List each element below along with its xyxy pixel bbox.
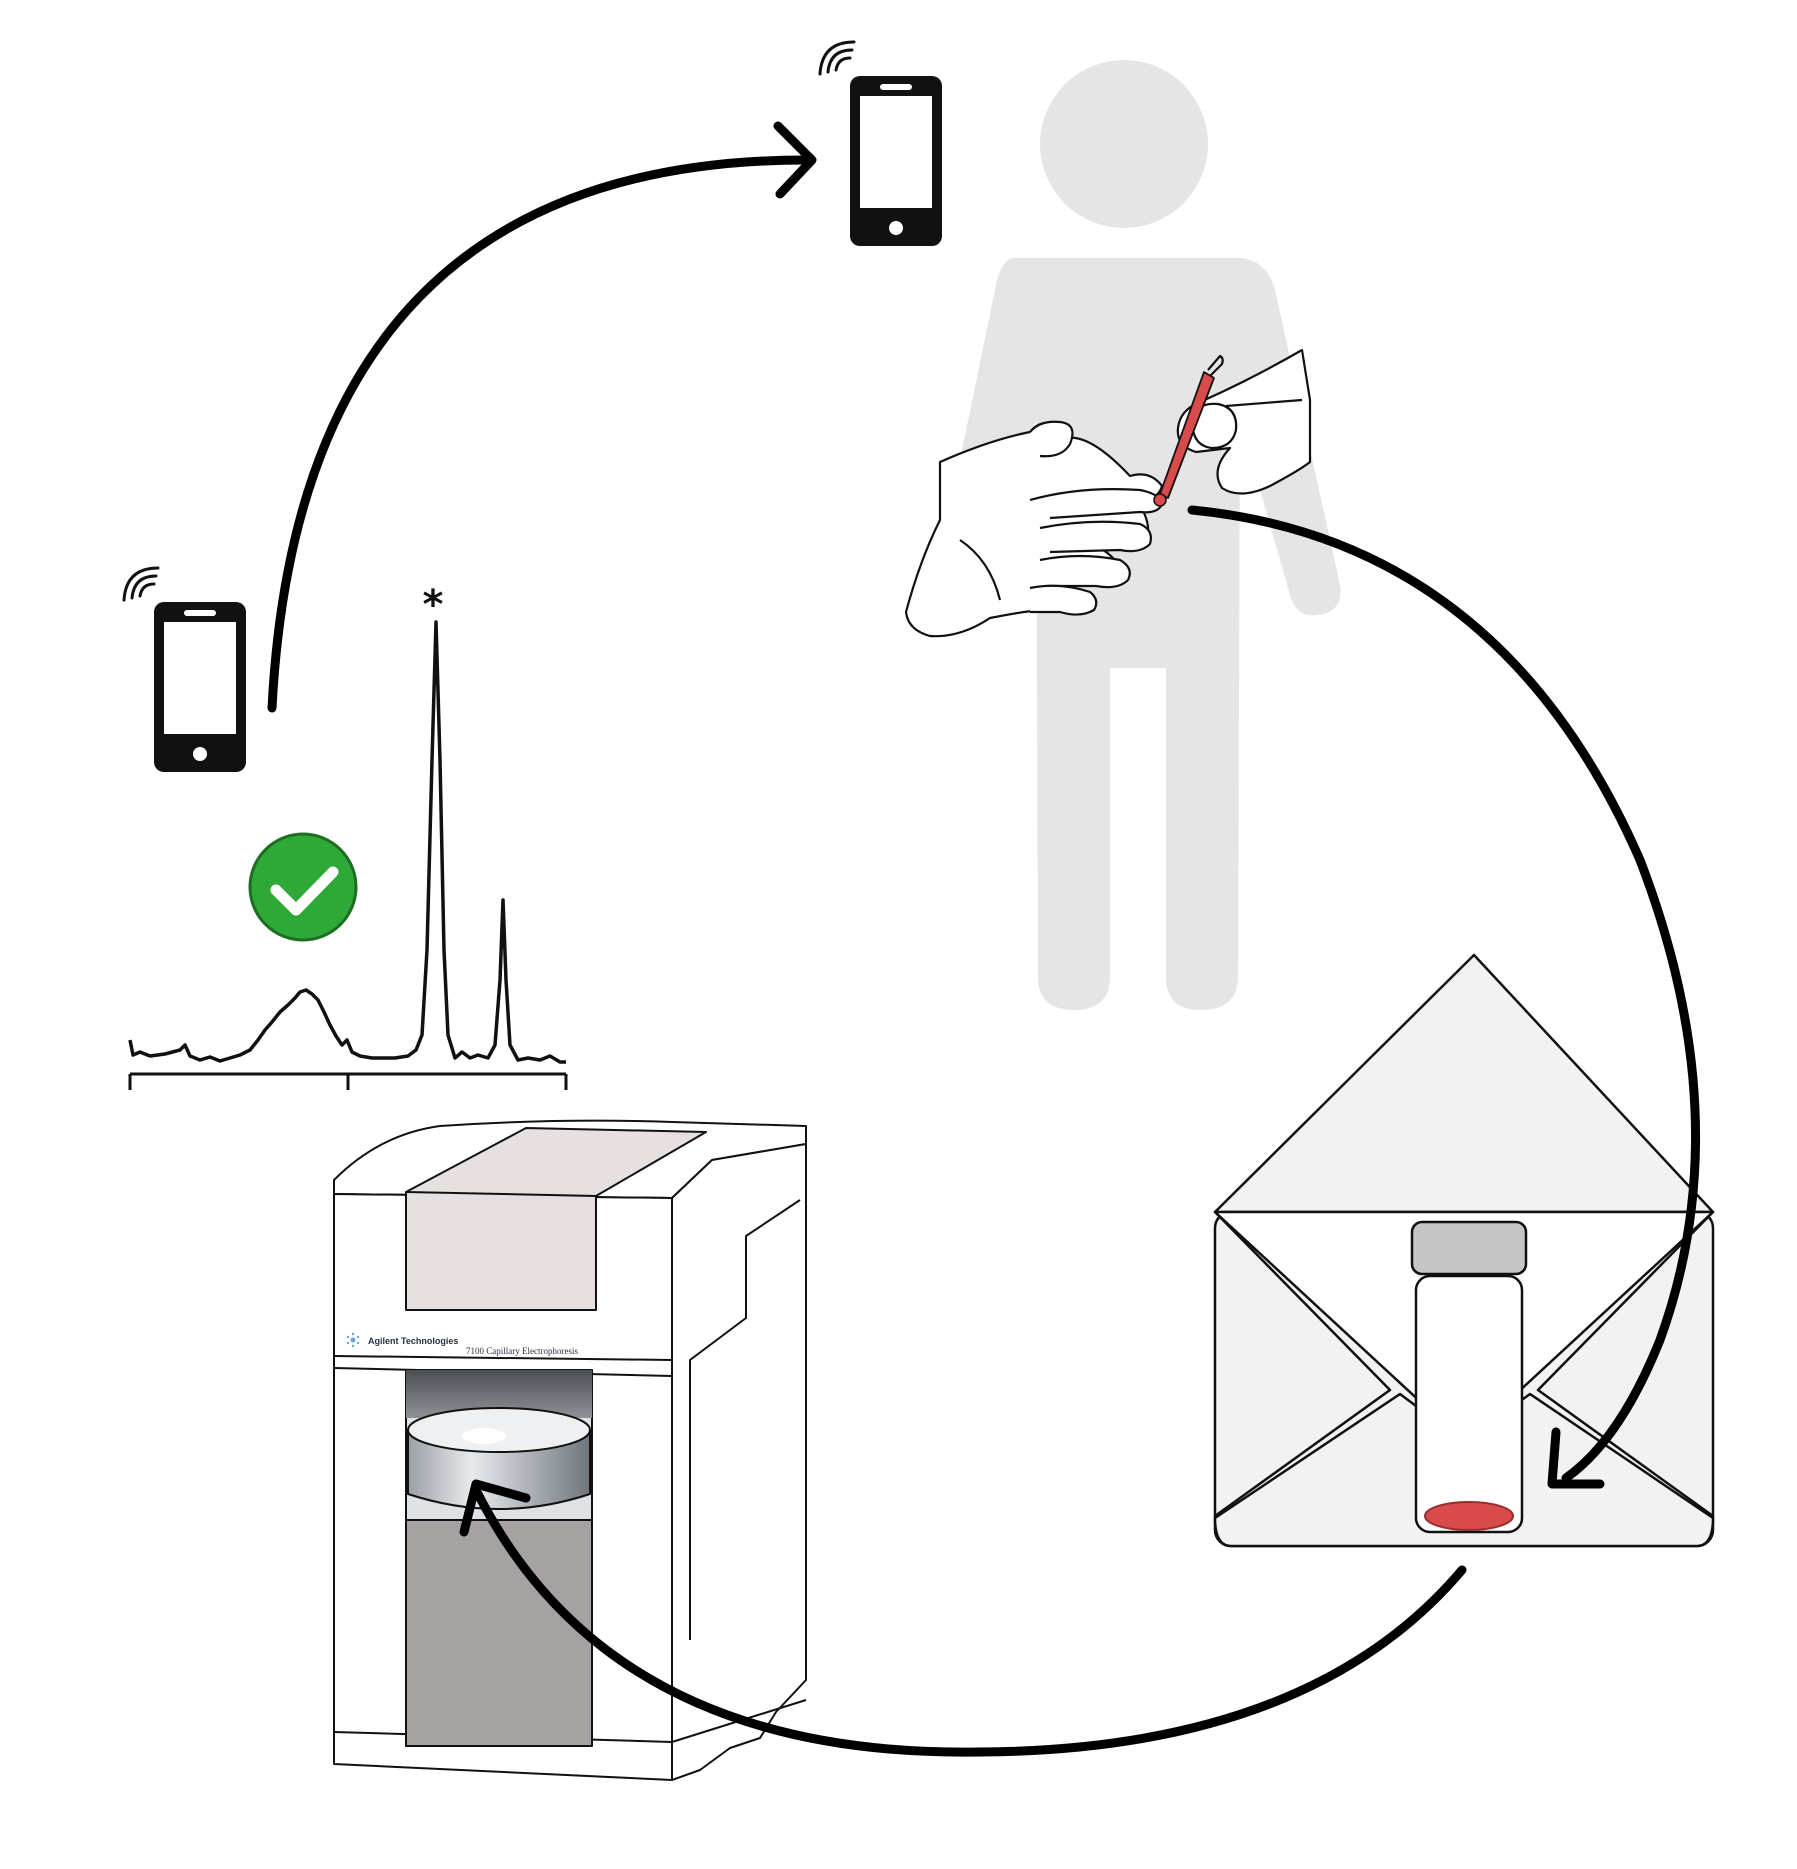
right-thumbnail: [1190, 402, 1238, 450]
envelope-left-fold: [1214, 1211, 1392, 1518]
instrument-side: [671, 1143, 807, 1781]
blood-sample: [1424, 1501, 1514, 1531]
finger-2: [1039, 520, 1152, 554]
drum-glint: [462, 1428, 506, 1444]
finger-3: [1039, 554, 1131, 589]
arrowhead-envelope-to-instrument: [459, 1479, 531, 1537]
finger-4: [1029, 584, 1098, 616]
electropherogram: *: [128, 582, 568, 1090]
smartphone-signal-icon-left: [122, 566, 246, 772]
left-thumb: [1029, 420, 1074, 458]
envelope-flap: [1213, 953, 1715, 1214]
blood-drop: [1153, 493, 1167, 507]
arrowhead-patient-to-envelope: [1547, 1427, 1605, 1489]
arrow-patient-to-envelope: [1187, 505, 1701, 1483]
arrow-results-to-patient: [267, 155, 811, 713]
phone-screen: [860, 96, 932, 208]
check-circle-icon: [248, 832, 358, 942]
top-panel-line: [405, 1191, 597, 1197]
phone-screen: [164, 622, 236, 734]
phone-speaker: [184, 610, 216, 616]
person-head: [1040, 60, 1208, 228]
right-hand: [1176, 348, 1312, 495]
side-groove: [689, 1199, 801, 1640]
drum-top-ellipse: [407, 1407, 591, 1453]
flow-arrows: [267, 121, 1701, 1757]
smartphone-signal-icon-top: [818, 40, 942, 246]
front-band: [333, 1355, 673, 1361]
finger-prick-icon: [904, 348, 1312, 638]
wifi-signal-icon: [122, 566, 160, 602]
vial-body: [1414, 1274, 1524, 1534]
phone-home-button: [889, 221, 903, 235]
envelope-with-vial-icon: [1213, 953, 1715, 1548]
capillary-electrophoresis-instrument-icon: Agilent Technologies 7100 Capillary Elec…: [333, 1119, 807, 1781]
envelope-right-fold: [1536, 1211, 1714, 1518]
agilent-logo-icon: [346, 1332, 360, 1348]
phone-home-button: [193, 747, 207, 761]
arrow-envelope-to-instrument: [471, 1485, 1467, 1757]
right-hand-index: [1225, 398, 1303, 408]
brand-label: Agilent Technologies: [368, 1336, 458, 1346]
sample-vial: [1410, 1220, 1528, 1534]
phone-speaker: [880, 84, 912, 90]
trace-line: [128, 620, 566, 1064]
arrowhead-results-to-patient: [773, 121, 817, 199]
lancet-tip: [1207, 354, 1224, 377]
peak-marker: *: [423, 582, 444, 628]
model-label: 7100 Capillary Electrophoresis: [466, 1346, 578, 1356]
palm-crease: [959, 539, 1002, 601]
x-axis: [128, 1072, 568, 1090]
instrument-lower-panel: [405, 1519, 593, 1747]
vial-cap: [1410, 1220, 1528, 1276]
wifi-signal-icon: [818, 40, 856, 76]
finger-1: [1029, 488, 1164, 520]
